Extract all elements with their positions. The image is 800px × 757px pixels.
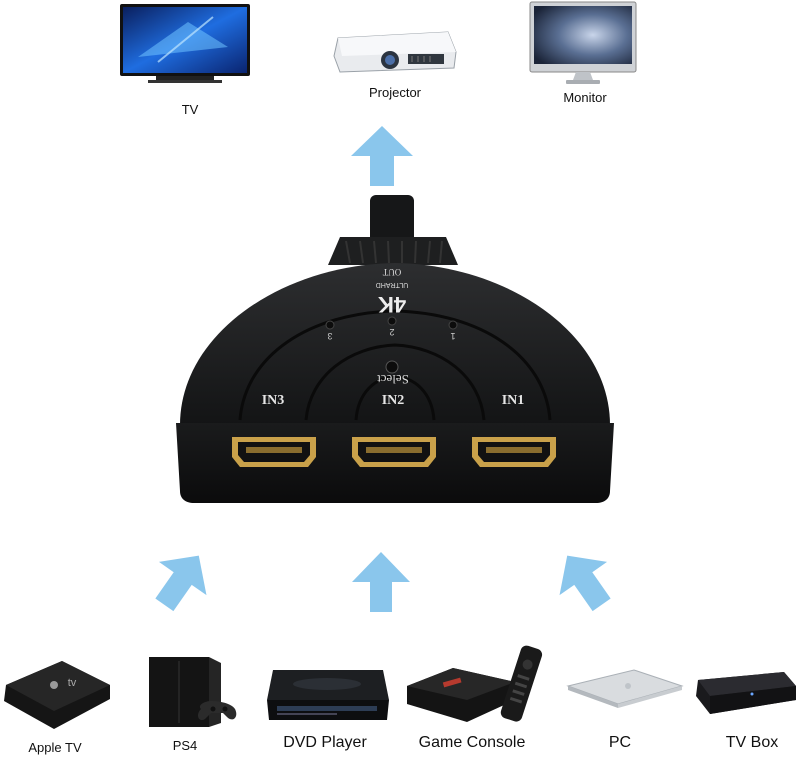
pc-device (564, 664, 686, 712)
led-number-2: 2 (389, 327, 395, 337)
output-label-monitor: Monitor (563, 90, 607, 105)
arrow-in-center (350, 550, 412, 614)
arrow-up-icon (351, 126, 413, 186)
laptop-icon (566, 669, 684, 708)
monitor-device (528, 0, 638, 92)
hdmi-switch-body (176, 195, 614, 503)
led-number-1: 1 (450, 331, 456, 341)
led-number-3: 3 (327, 331, 333, 341)
apple-tv-icon (4, 661, 110, 729)
projector-device (330, 24, 460, 76)
arrow-up-left-icon (559, 555, 611, 612)
switch-brand-sub: ULTRAHD (375, 281, 409, 288)
output-label-projector: Projector (368, 85, 422, 100)
arrow-in-left (148, 548, 214, 614)
arrow-up-right-icon (155, 555, 207, 612)
arrow-up-icon (352, 552, 410, 612)
input-label-tv-box: TV Box (725, 734, 779, 751)
arrow-in-right (552, 548, 618, 614)
input-label-ps4: PS4 (172, 738, 198, 753)
tv-icon (120, 4, 250, 83)
switch-select-label: Select (377, 372, 409, 387)
ps4-device (145, 653, 241, 731)
output-label-tv: TV (181, 102, 199, 117)
game-console-icon (407, 645, 543, 722)
tv-device (118, 2, 252, 92)
switch-out-label: OUT (382, 267, 402, 277)
ps4-icon (149, 657, 237, 727)
monitor-icon (529, 1, 637, 84)
input-label-apple-tv: Apple TV (28, 740, 82, 755)
hdmi-switch: OUT ULTRAHD 4K 3 2 1 Select IN3 IN2 IN1 (170, 195, 620, 510)
game-console-device (403, 642, 543, 730)
tv-box-device (692, 666, 798, 722)
tv-box-icon (696, 672, 796, 714)
port-label-in3: IN3 (261, 393, 285, 408)
dvd-player-icon (267, 670, 389, 720)
arrow-up-out (349, 124, 415, 188)
port-label-in2: IN2 (381, 393, 405, 408)
input-label-pc: PC (608, 734, 632, 751)
apple-tv-device: tv (0, 655, 112, 737)
switch-brand-4k: 4K (377, 292, 407, 317)
apple-tv-mark: tv (67, 677, 77, 689)
projector-icon (333, 31, 457, 73)
dvd-player-device (263, 660, 393, 730)
input-label-game-console: Game Console (418, 734, 526, 751)
port-label-in1: IN1 (501, 393, 525, 408)
input-label-dvd-player: DVD Player (283, 734, 367, 751)
